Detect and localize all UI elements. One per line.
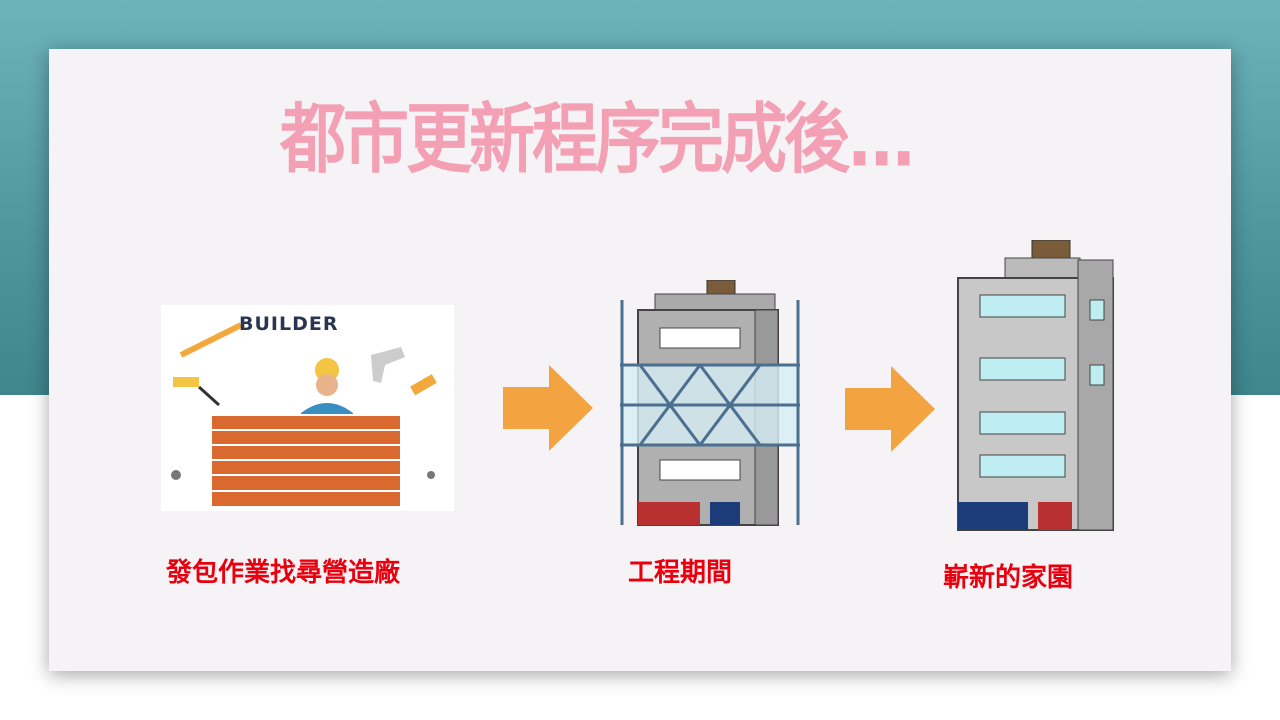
slide-title: 都市更新程序完成後...: [280, 95, 916, 184]
builder-illustration: BUILDER: [161, 305, 454, 511]
arrow-right-icon: [845, 366, 935, 452]
new-building-illustration: [950, 240, 1120, 535]
step-caption-construction: 工程期間: [628, 558, 733, 588]
arrow-right-icon: [503, 365, 593, 451]
step-caption-new-home: 嶄新的家園: [943, 563, 1074, 593]
step-caption-contractor: 發包作業找尋營造廠: [166, 558, 401, 588]
builder-label: BUILDER: [239, 313, 339, 335]
building-under-construction-illustration: [600, 280, 820, 530]
